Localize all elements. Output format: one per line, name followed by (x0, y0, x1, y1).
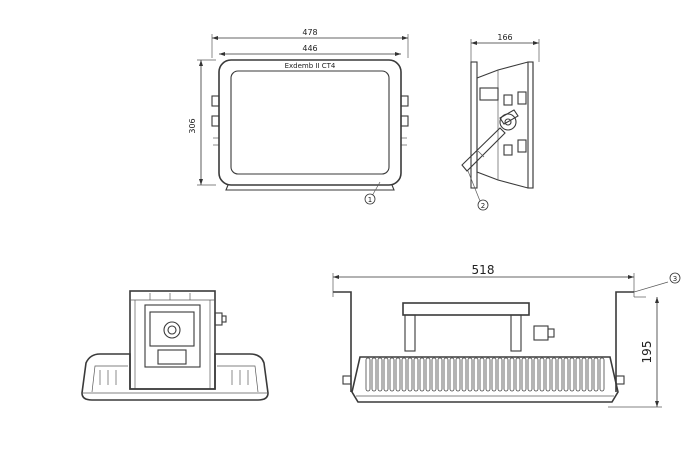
fin (365, 357, 371, 392)
callout-1 (364, 193, 376, 205)
end-view (81, 290, 269, 401)
callout-2 (477, 199, 489, 211)
fin (539, 357, 545, 392)
fin (437, 357, 443, 392)
fin (377, 357, 383, 392)
fin (389, 357, 395, 392)
dim-height: 195 (640, 341, 654, 364)
fin (473, 357, 479, 392)
fin (467, 357, 473, 392)
fin (431, 357, 437, 392)
side-elevation: 518 3 195 (332, 263, 681, 408)
fin (461, 357, 467, 392)
fin (413, 357, 419, 392)
fin (425, 357, 431, 392)
fin (503, 357, 509, 392)
fin (383, 357, 389, 392)
fin (593, 357, 599, 392)
fin (581, 357, 587, 392)
dim-height: 306 (188, 118, 197, 133)
marking-label: Exdemb II CT4 (285, 62, 336, 70)
fin (455, 357, 461, 392)
side-view: 166 2 (461, 33, 540, 211)
dim-mounting-width: 518 (472, 263, 495, 277)
fin (509, 357, 515, 392)
callout-2-label: 2 (481, 202, 485, 210)
fin (449, 357, 455, 392)
fin (371, 357, 377, 392)
fin (533, 357, 539, 392)
front-view: 478 446 306 Exdemb II CT4 1 (188, 28, 409, 205)
fin (419, 357, 425, 392)
callout-3-label: 3 (673, 275, 677, 283)
fin (407, 357, 413, 392)
fin (479, 357, 485, 392)
fin (575, 357, 581, 392)
dim-depth: 166 (497, 33, 512, 42)
callout-1-label: 1 (368, 196, 372, 204)
callout-3 (669, 272, 681, 284)
cooling-fins (365, 357, 605, 392)
fin (401, 357, 407, 392)
fin (527, 357, 533, 392)
fin (563, 357, 569, 392)
fin (521, 357, 527, 392)
fin (599, 357, 605, 392)
fin (395, 357, 401, 392)
fin (497, 357, 503, 392)
fin (557, 357, 563, 392)
fin (515, 357, 521, 392)
fin (443, 357, 449, 392)
fin (485, 357, 491, 392)
dim-inner-width: 446 (302, 44, 317, 53)
fin (545, 357, 551, 392)
fin (587, 357, 593, 392)
fin (491, 357, 497, 392)
fin (569, 357, 575, 392)
fin (551, 357, 557, 392)
dim-overall-width: 478 (302, 28, 317, 37)
